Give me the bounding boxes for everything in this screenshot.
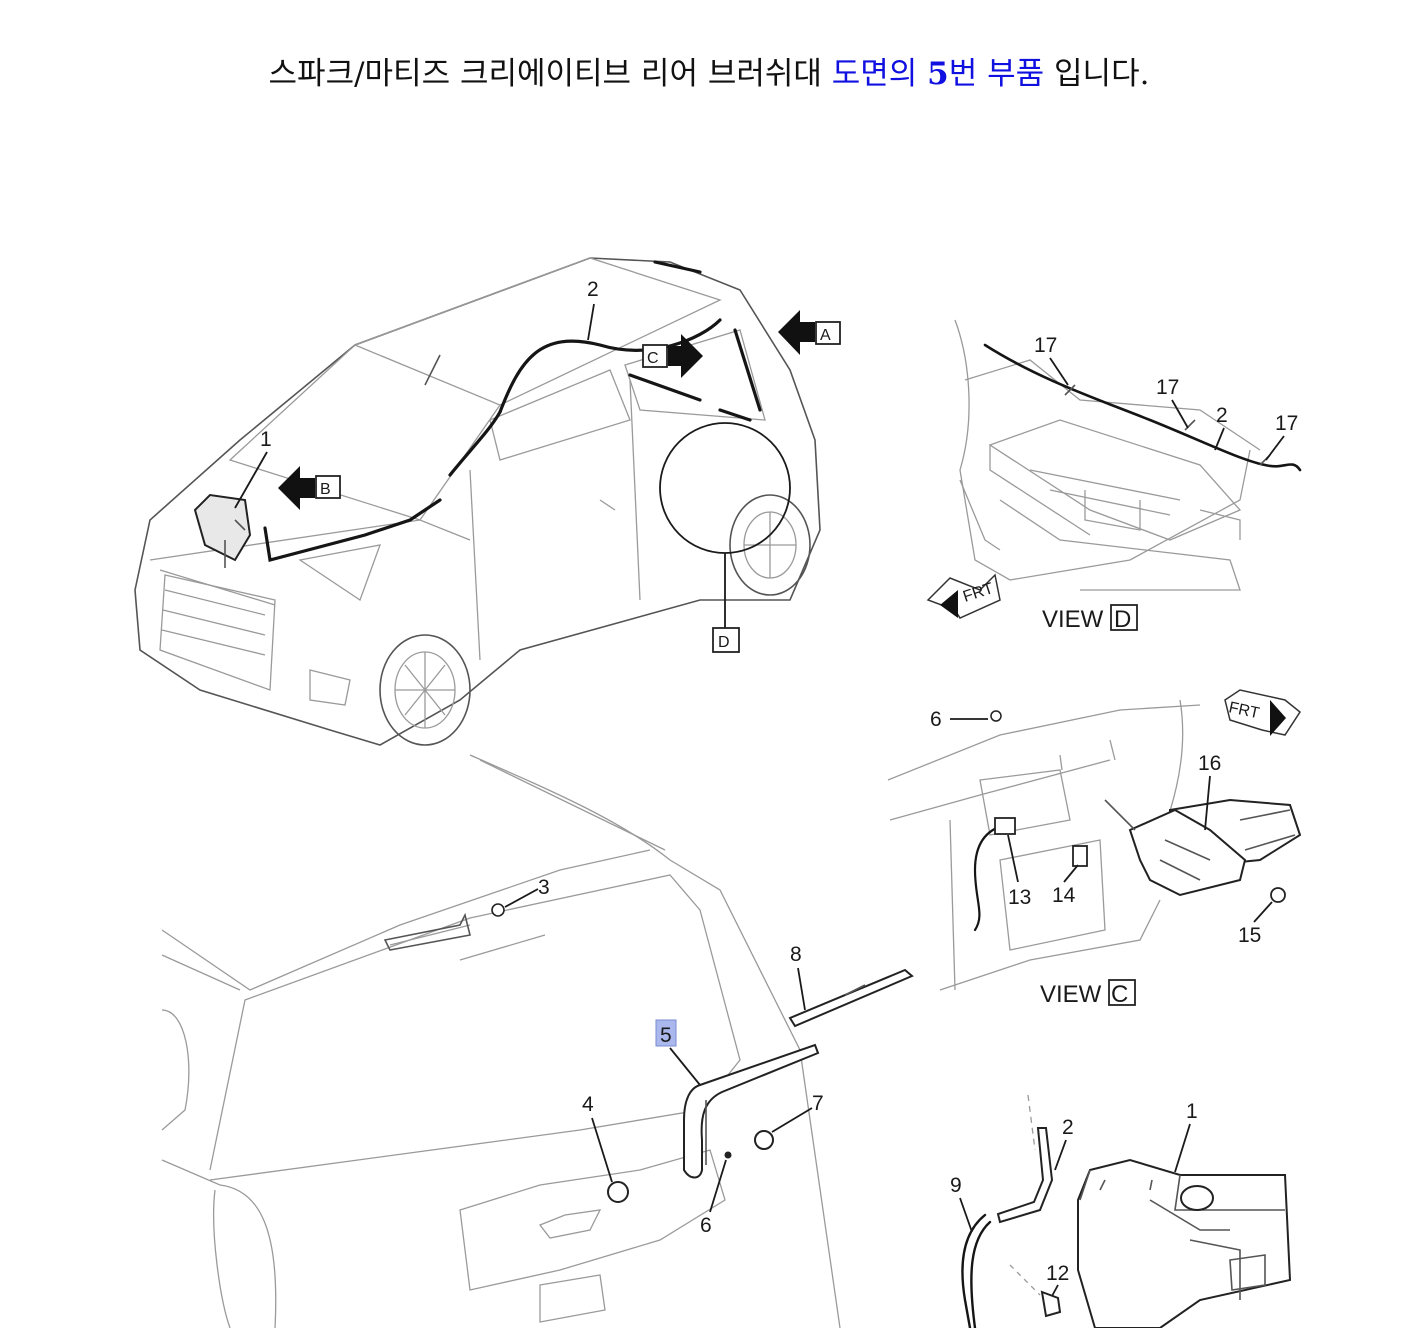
rear-label-4: 4 bbox=[582, 1093, 594, 1116]
view-c-label-15: 15 bbox=[1238, 924, 1261, 947]
headline-part-number[interactable]: 5 bbox=[927, 56, 949, 92]
headline-link-prefix[interactable]: 도면의 bbox=[831, 56, 928, 92]
view-a-letter: A bbox=[820, 327, 831, 344]
view-c-label-14: 14 bbox=[1052, 884, 1076, 907]
view-a-arrow: A bbox=[778, 310, 841, 355]
rear-label-8: 8 bbox=[790, 943, 802, 966]
rear-label-6: 6 bbox=[700, 1214, 712, 1237]
view-c-letter-main: C bbox=[647, 350, 659, 367]
rear-liftgate-illustration bbox=[161, 754, 914, 1328]
headline-link-suffix[interactable]: 번 부품 bbox=[948, 56, 1045, 92]
rear-label-7: 7 bbox=[812, 1092, 824, 1115]
view-b-letter: B bbox=[320, 481, 331, 498]
view-d-caption: VIEW bbox=[1042, 606, 1104, 633]
detail-d-letter: D bbox=[718, 634, 730, 651]
page-headline: 스파크/마티즈 크리에이티브 리어 브러쉬대 도면의 5번 부품 입니다. bbox=[0, 52, 1418, 96]
rear-label-5: 5 bbox=[660, 1024, 672, 1047]
rear-label-3: 3 bbox=[538, 876, 550, 899]
detail-d-circle: D bbox=[659, 422, 791, 653]
washer-label-2: 2 bbox=[1062, 1116, 1074, 1139]
view-d-caption-letter: D bbox=[1114, 606, 1131, 633]
view-c-illustration bbox=[887, 699, 1302, 991]
view-c-caption: VIEW bbox=[1040, 981, 1102, 1008]
view-d-label-17b: 17 bbox=[1156, 376, 1179, 399]
frt-label-view-c: FRT bbox=[1227, 699, 1261, 722]
label-2-hose: 2 bbox=[587, 278, 599, 301]
view-c-label-16: 16 bbox=[1198, 752, 1221, 775]
washer-reservoir-illustration bbox=[961, 1094, 1292, 1328]
washer-label-12: 12 bbox=[1046, 1262, 1069, 1285]
rear-label-5-highlight bbox=[655, 1019, 677, 1047]
headline-text-end: 입니다. bbox=[1044, 56, 1150, 92]
label-1-reservoir: 1 bbox=[260, 428, 272, 451]
view-c-label-6: 6 bbox=[930, 708, 942, 731]
frt-arrow-view-d: FRT bbox=[926, 573, 1001, 619]
view-d-illustration bbox=[954, 319, 1302, 591]
washer-label-1: 1 bbox=[1186, 1100, 1198, 1123]
view-c-label-13: 13 bbox=[1008, 886, 1031, 909]
frt-arrow-view-c: FRT bbox=[1224, 689, 1302, 736]
car-illustration bbox=[134, 257, 821, 746]
washer-label-9: 9 bbox=[950, 1174, 962, 1197]
view-c-arrow: C bbox=[642, 334, 703, 378]
view-b-arrow: B bbox=[278, 466, 341, 510]
view-d-label-2: 2 bbox=[1216, 404, 1228, 427]
view-c-caption-letter: C bbox=[1111, 981, 1128, 1008]
view-d-label-17a: 17 bbox=[1034, 334, 1057, 357]
view-d-label-17c: 17 bbox=[1275, 412, 1298, 435]
headline-text: 스파크/마티즈 크리에이티브 리어 브러쉬대 bbox=[268, 56, 832, 92]
